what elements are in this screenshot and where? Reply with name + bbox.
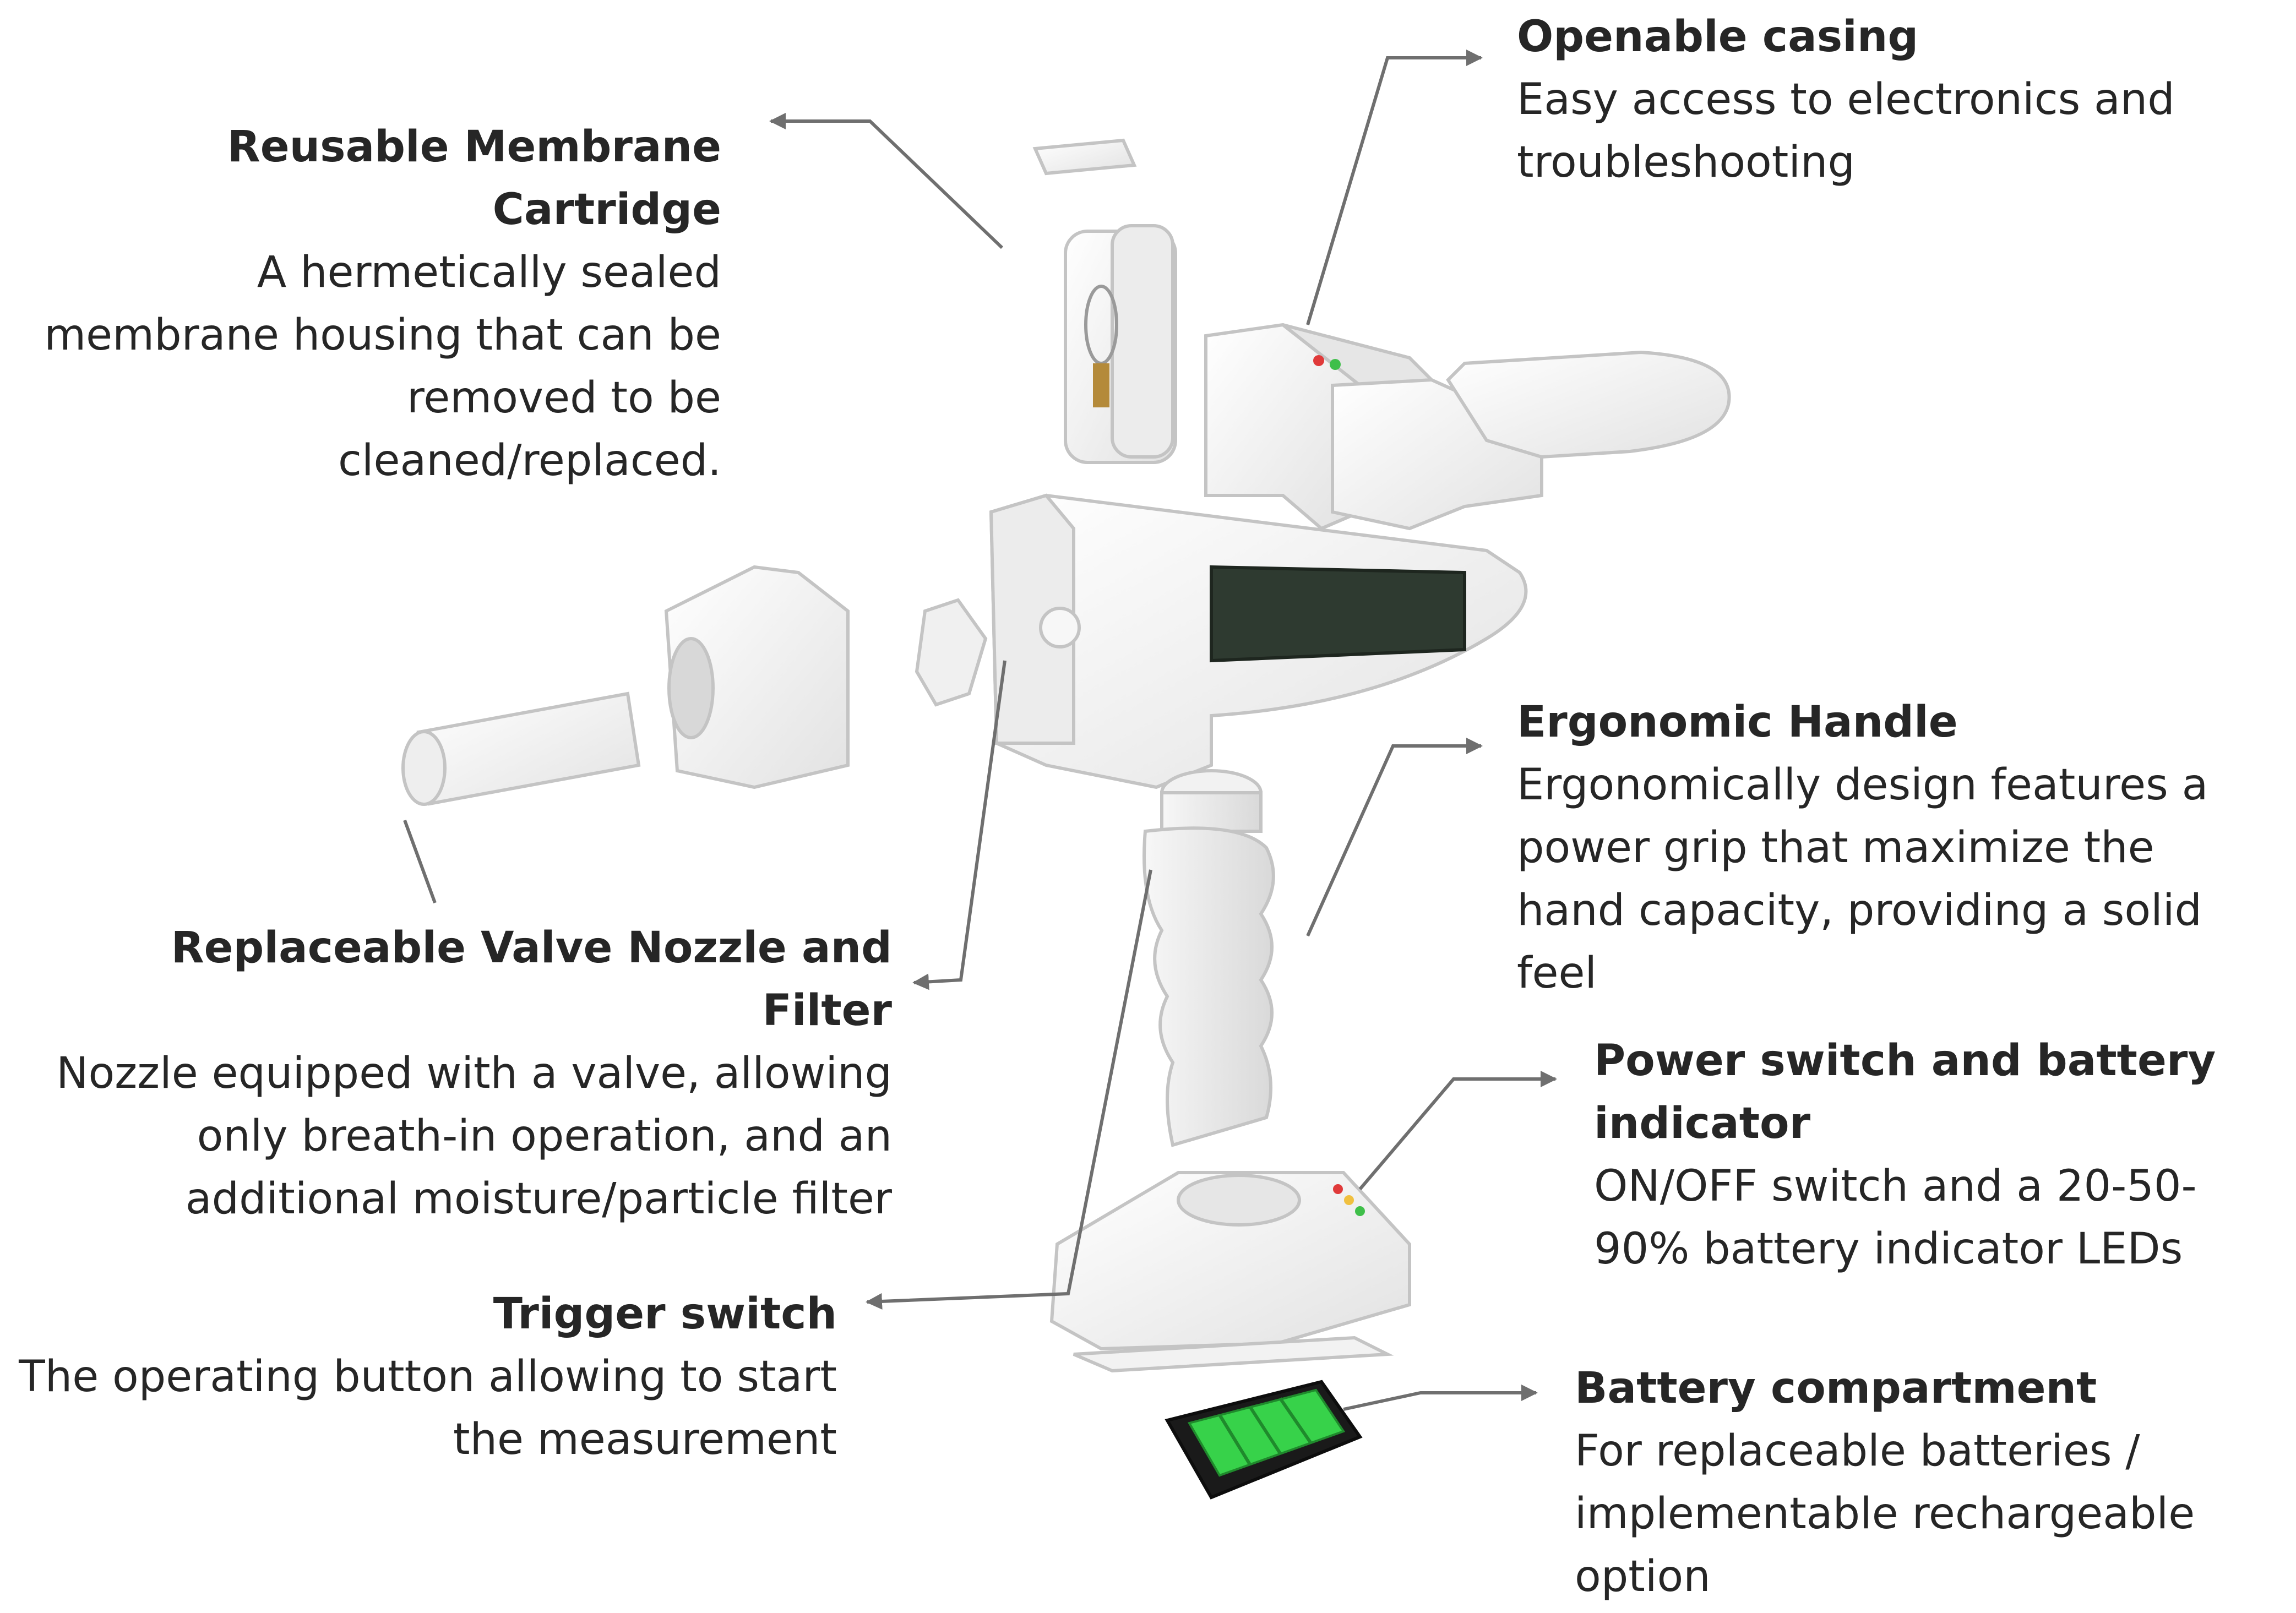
membrane-callout: Reusable Membrane Cartridge A hermetical… bbox=[22, 116, 721, 492]
power-callout-title: Power switch and battery indicator bbox=[1594, 1036, 2216, 1148]
battery-leader-line bbox=[1343, 1385, 1538, 1411]
casing-callout-desc: Easy access to electronics and troublesh… bbox=[1517, 75, 2175, 187]
handle-callout: Ergonomic Handle Ergonomically design fe… bbox=[1517, 691, 2233, 1005]
casing-leader-line bbox=[1306, 50, 1483, 325]
casing-callout: Openable casing Easy access to electroni… bbox=[1517, 6, 2205, 194]
battery-pack-part bbox=[1165, 1380, 1363, 1500]
nozzle-tube-part bbox=[401, 691, 641, 806]
battery-callout-desc: For replaceable batteries / implementabl… bbox=[1575, 1426, 2195, 1601]
gasket-part bbox=[915, 598, 988, 707]
trigger-leader-line bbox=[866, 869, 1152, 1310]
main-body-part bbox=[989, 493, 1528, 789]
membrane-leader-line bbox=[769, 113, 1004, 249]
nozzle-leader-line bbox=[912, 660, 1006, 990]
trigger-callout-desc: The operating button allowing to start t… bbox=[19, 1352, 837, 1464]
battery-callout-title: Battery compartment bbox=[1575, 1364, 2097, 1413]
handle-leader-line bbox=[1306, 738, 1483, 937]
filter-housing-part bbox=[664, 565, 850, 789]
handle-callout-desc: Ergonomically design features a power gr… bbox=[1517, 760, 2208, 998]
power-leader-line bbox=[1358, 1071, 1557, 1190]
membrane-callout-title: Reusable Membrane Cartridge bbox=[227, 122, 721, 235]
handle-callout-title: Ergonomic Handle bbox=[1517, 697, 1958, 747]
membrane-lid-part bbox=[1032, 138, 1137, 176]
nozzle-callout-title: Replaceable Valve Nozzle and Filter bbox=[171, 923, 892, 1036]
pcb-part bbox=[1210, 565, 1466, 663]
nozzle-callout: Replaceable Valve Nozzle and Filter Nozz… bbox=[55, 917, 892, 1230]
power-callout: Power switch and battery indicator ON/OF… bbox=[1594, 1029, 2282, 1280]
leader-lines bbox=[403, 50, 1557, 1411]
nozzle-callout-desc: Nozzle equipped with a valve, allowing o… bbox=[56, 1049, 892, 1224]
membrane-cartridge-part bbox=[1064, 224, 1177, 464]
power-callout-desc: ON/OFF switch and a 20-50-90% battery in… bbox=[1594, 1162, 2197, 1274]
casing-callout-title: Openable casing bbox=[1517, 12, 1919, 62]
membrane-callout-desc: A hermetically sealed membrane housing t… bbox=[44, 248, 721, 486]
casing-front-part bbox=[1204, 323, 1435, 531]
casing-rear-part bbox=[1446, 350, 1731, 459]
power-base-part bbox=[1049, 1171, 1411, 1373]
device-illustration bbox=[401, 138, 1731, 1500]
handle-part bbox=[1142, 769, 1275, 1147]
nozzle-tube-leader-line bbox=[403, 819, 437, 904]
trigger-callout: Trigger switch The operating button allo… bbox=[11, 1283, 837, 1471]
battery-callout: Battery compartment For replaceable batt… bbox=[1575, 1357, 2235, 1608]
trigger-callout-title: Trigger switch bbox=[493, 1289, 837, 1339]
